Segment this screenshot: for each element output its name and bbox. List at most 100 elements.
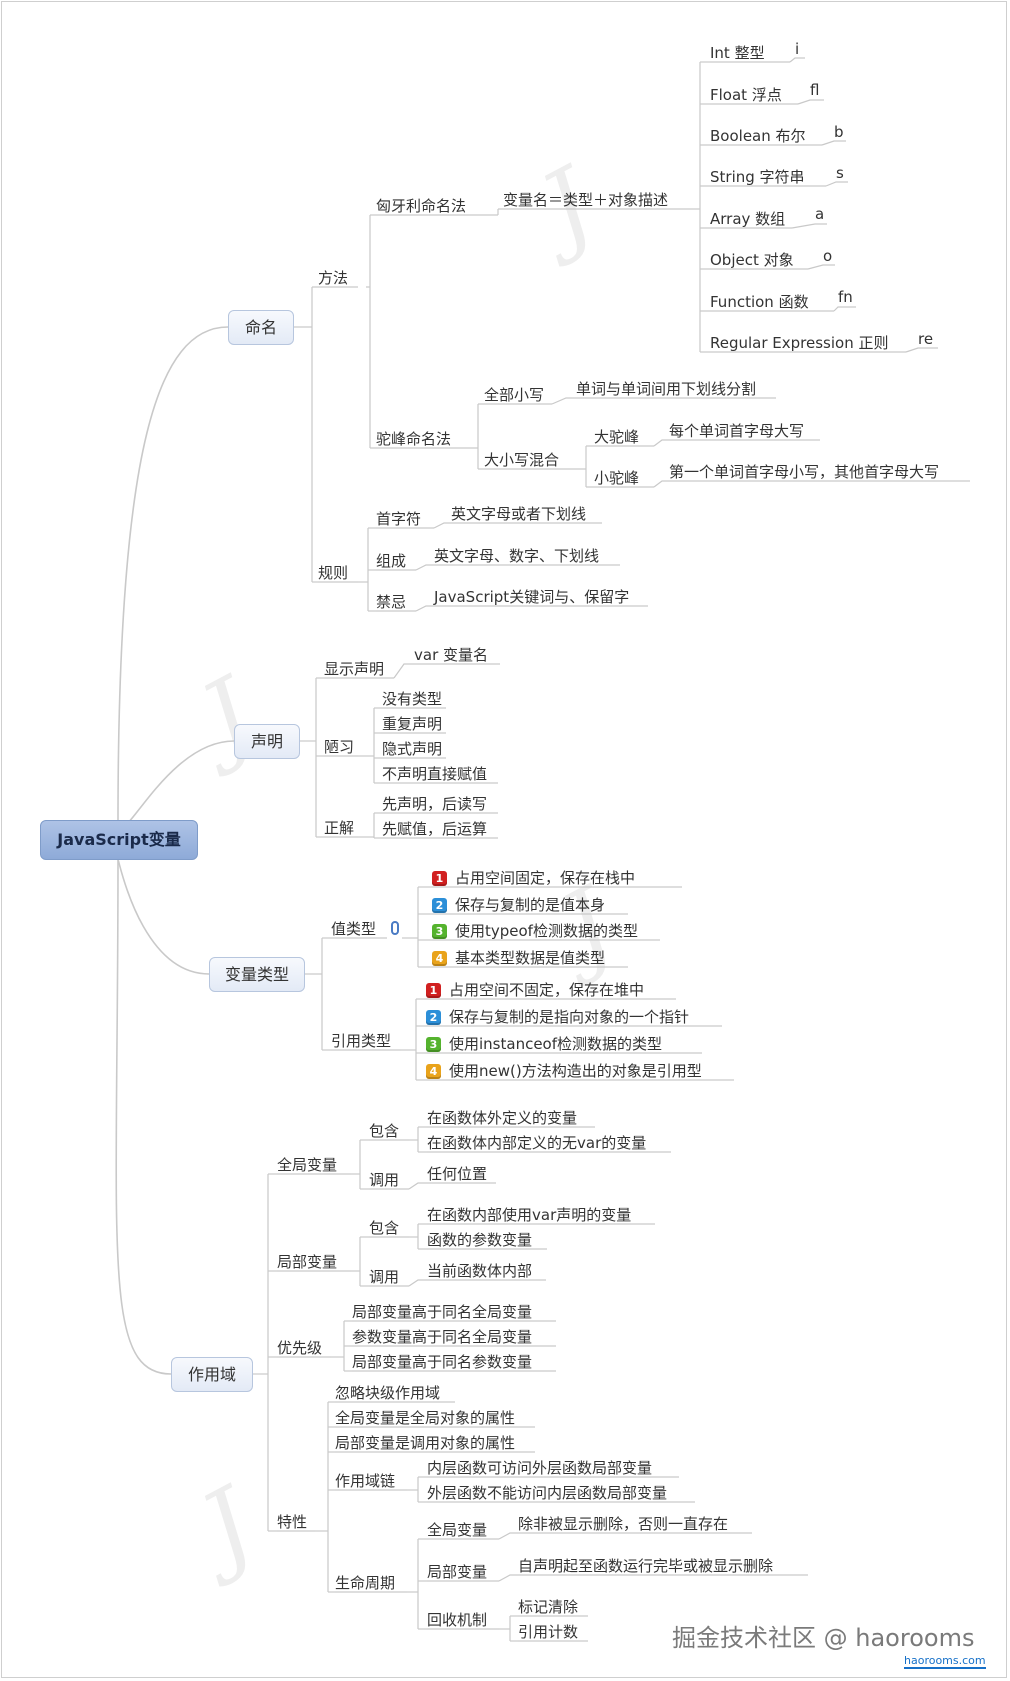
node-rules[interactable]: 规则 — [318, 564, 349, 582]
topic-declare[interactable]: 声明 — [234, 724, 300, 759]
value-type-text: 占用空间固定，保存在栈中 — [455, 869, 636, 887]
bad-habit-item[interactable]: 不声明直接赋值 — [382, 765, 488, 783]
node-contains[interactable]: 包含 — [369, 1219, 400, 1237]
correct-item[interactable]: 先声明，后读写 — [382, 795, 488, 813]
node-priority[interactable]: 优先级 — [277, 1339, 323, 1357]
reference-type-text: 使用instanceof检测数据的类型 — [449, 1035, 663, 1053]
node-local-variable[interactable]: 局部变量 — [277, 1253, 338, 1271]
node-reference-type[interactable]: 引用类型 — [331, 1032, 392, 1050]
node-camel[interactable]: 驼峰命名法 — [376, 430, 452, 448]
node-call[interactable]: 调用 — [369, 1171, 400, 1189]
node-global-variable[interactable]: 全局变量 — [277, 1156, 338, 1174]
node-value-type[interactable]: 值类型 — [331, 920, 377, 938]
bad-habit-item[interactable]: 没有类型 — [382, 690, 443, 708]
rule-value[interactable]: 英文字母或者下划线 — [451, 505, 587, 523]
correct-item[interactable]: 先赋值，后运算 — [382, 820, 488, 838]
rule-value[interactable]: JavaScript关键词与、保留字 — [434, 588, 630, 606]
node-explicit-item[interactable]: var 变量名 — [414, 646, 489, 664]
reference-type-item[interactable]: 3 使用instanceof检测数据的类型 — [426, 1035, 662, 1053]
node-features[interactable]: 特性 — [277, 1513, 308, 1531]
node-mixed-case[interactable]: 大小写混合 — [484, 451, 560, 469]
scope-chain-item[interactable]: 内层函数可访问外层函数局部变量 — [427, 1459, 653, 1477]
type-label[interactable]: Float 浮点 — [710, 86, 782, 104]
topic-variable-types[interactable]: 变量类型 — [209, 957, 305, 992]
lifecycle-global-desc[interactable]: 除非被显示删除，否则一直存在 — [518, 1515, 729, 1533]
node-lowercase-desc[interactable]: 单词与单词间用下划线分割 — [576, 380, 757, 398]
rule-key[interactable]: 组成 — [376, 552, 407, 570]
local-call-item[interactable]: 当前函数体内部 — [427, 1262, 533, 1280]
node-hungarian[interactable]: 匈牙利命名法 — [376, 197, 467, 215]
type-label[interactable]: Object 对象 — [710, 251, 794, 269]
node-explicit-declare[interactable]: 显示声明 — [324, 660, 385, 678]
global-contains-item[interactable]: 在函数体内部定义的无var的变量 — [427, 1134, 647, 1152]
node-method[interactable]: 方法 — [318, 269, 349, 287]
node-upper-camel[interactable]: 大驼峰 — [594, 428, 640, 446]
priority-item[interactable]: 参数变量高于同名全局变量 — [352, 1328, 533, 1346]
type-prefix[interactable]: fl — [810, 81, 820, 99]
local-contains-item[interactable]: 在函数内部使用var声明的变量 — [427, 1206, 632, 1224]
type-prefix[interactable]: b — [834, 123, 844, 141]
topic-naming[interactable]: 命名 — [228, 310, 294, 345]
priority-2-icon: 2 — [432, 898, 447, 913]
feature-item[interactable]: 全局变量是全局对象的属性 — [335, 1409, 516, 1427]
type-label[interactable]: Int 整型 — [710, 44, 765, 62]
global-contains-item[interactable]: 在函数体外定义的变量 — [427, 1109, 578, 1127]
priority-1-icon: 1 — [432, 871, 447, 886]
type-prefix[interactable]: a — [815, 205, 825, 223]
local-contains-item[interactable]: 函数的参数变量 — [427, 1231, 533, 1249]
type-prefix[interactable]: fn — [838, 288, 853, 306]
lifecycle-global[interactable]: 全局变量 — [427, 1521, 488, 1539]
watermark-brand: 掘金技术社区 @ haorooms — [672, 1624, 975, 1652]
lifecycle-local-desc[interactable]: 自声明起至函数运行完毕或被显示删除 — [518, 1557, 774, 1575]
priority-item[interactable]: 局部变量高于同名参数变量 — [352, 1353, 533, 1371]
node-hungarian-formula[interactable]: 变量名＝类型＋对象描述 — [503, 191, 669, 209]
priority-item[interactable]: 局部变量高于同名全局变量 — [352, 1303, 533, 1321]
feature-item[interactable]: 忽略块级作用域 — [335, 1384, 441, 1402]
value-type-item[interactable]: 1 占用空间固定，保存在栈中 — [432, 869, 635, 887]
type-prefix[interactable]: i — [795, 40, 800, 58]
global-call-item[interactable]: 任何位置 — [427, 1165, 488, 1183]
value-type-text: 基本类型数据是值类型 — [455, 949, 606, 967]
node-lifecycle[interactable]: 生命周期 — [335, 1574, 396, 1592]
node-lowercase[interactable]: 全部小写 — [484, 386, 545, 404]
node-garbage-collection[interactable]: 回收机制 — [427, 1611, 488, 1629]
scope-chain-item[interactable]: 外层函数不能访问内层函数局部变量 — [427, 1484, 668, 1502]
feature-item[interactable]: 局部变量是调用对象的属性 — [335, 1434, 516, 1452]
type-prefix[interactable]: re — [918, 330, 934, 348]
node-scope-chain[interactable]: 作用域链 — [335, 1472, 396, 1490]
node-call[interactable]: 调用 — [369, 1268, 400, 1286]
type-label[interactable]: String 字符串 — [710, 168, 805, 186]
type-label[interactable]: Regular Expression 正则 — [710, 334, 889, 352]
type-label[interactable]: Function 函数 — [710, 293, 809, 311]
rule-key[interactable]: 首字符 — [376, 510, 422, 528]
type-label[interactable]: Boolean 布尔 — [710, 127, 806, 145]
bad-habit-item[interactable]: 隐式声明 — [382, 740, 443, 758]
priority-3-icon: 3 — [432, 924, 447, 939]
topic-scope[interactable]: 作用域 — [171, 1357, 253, 1392]
attachment-icon[interactable] — [391, 921, 399, 935]
node-correct[interactable]: 正解 — [324, 819, 355, 837]
node-contains[interactable]: 包含 — [369, 1122, 400, 1140]
lifecycle-local[interactable]: 局部变量 — [427, 1563, 488, 1581]
node-lower-camel-desc[interactable]: 第一个单词首字母小写，其他首字母大写 — [669, 463, 940, 481]
gc-item[interactable]: 引用计数 — [518, 1623, 579, 1641]
priority-3-icon: 3 — [426, 1037, 441, 1052]
gc-item[interactable]: 标记清除 — [518, 1598, 579, 1616]
node-upper-camel-desc[interactable]: 每个单词首字母大写 — [669, 422, 805, 440]
type-prefix[interactable]: s — [836, 164, 844, 182]
type-label[interactable]: Array 数组 — [710, 210, 786, 228]
rule-key[interactable]: 禁忌 — [376, 593, 407, 611]
type-prefix[interactable]: o — [823, 247, 833, 265]
root-topic[interactable]: JavaScript变量 — [40, 820, 198, 860]
node-bad-habits[interactable]: 陋习 — [324, 738, 355, 756]
bad-habit-item[interactable]: 重复声明 — [382, 715, 443, 733]
node-lower-camel[interactable]: 小驼峰 — [594, 469, 640, 487]
rule-value[interactable]: 英文字母、数字、下划线 — [434, 547, 600, 565]
